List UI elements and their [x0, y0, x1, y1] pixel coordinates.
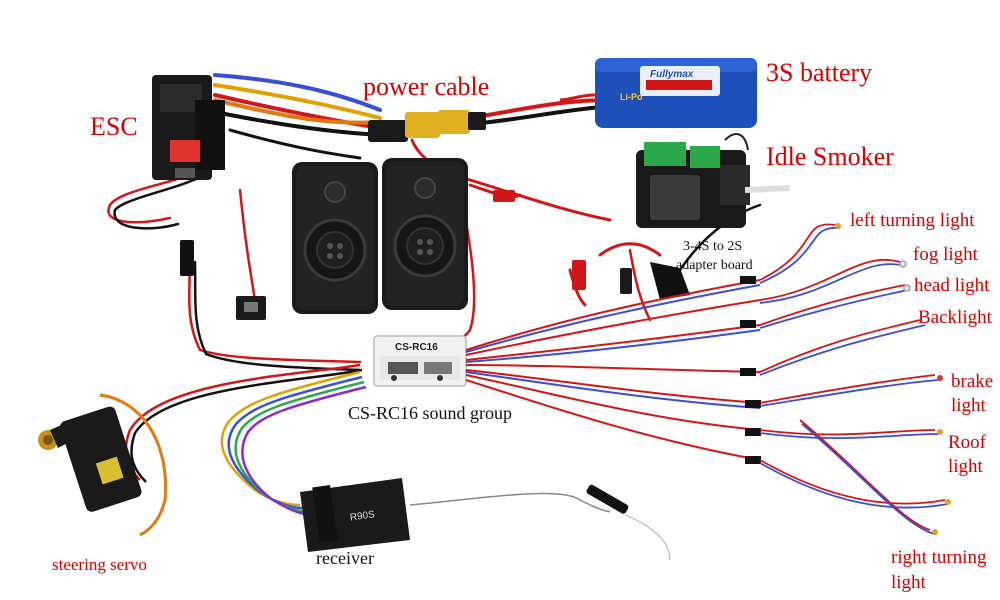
steering-servo [38, 393, 168, 537]
label-brake-light-line2: light [951, 395, 986, 416]
label-sound-group: CS-RC16 sound group [348, 403, 513, 423]
receiver-model: R90S [349, 509, 376, 523]
idle-smoker-unit [636, 133, 791, 228]
receiver-unit: R90S [300, 478, 629, 552]
battery-type: Li-Po [620, 92, 643, 102]
esc-unit [152, 75, 225, 180]
label-right-turning-light-line1: right turning [891, 547, 987, 568]
label-adapter-board-line1: 3-4S to 2S [683, 239, 743, 254]
label-power-cable: power cable [363, 72, 490, 101]
battery-pack: Fullymax Li-Po [559, 58, 757, 128]
speaker-right [382, 158, 468, 310]
label-esc: ESC [90, 112, 138, 141]
label-receiver: receiver [316, 548, 374, 568]
recycle-icon [324, 181, 346, 203]
recycle-icon [414, 177, 436, 199]
speaker-left [292, 162, 378, 314]
label-head-light: head light [914, 275, 990, 296]
label-left-turning-light: left turning light [850, 210, 975, 231]
light-harness [465, 276, 761, 464]
label-fog-light: fog light [913, 244, 978, 265]
led-wires [759, 223, 951, 535]
label-brake-light-line1: brake [951, 371, 994, 392]
power-wires [107, 73, 762, 372]
label-battery: 3S battery [766, 58, 873, 87]
switch-unit [180, 240, 266, 320]
adapter-board [493, 190, 690, 300]
sound-module-text: CS-RC16 [395, 342, 438, 353]
power-connectors [368, 110, 486, 142]
label-right-turning-light-line2: light [891, 572, 926, 593]
label-roof-light-line1: Roof [948, 432, 986, 453]
servo-wires [124, 363, 671, 561]
sound-module: CS-RC16 [373, 335, 467, 387]
label-roof-light-line2: light [948, 456, 983, 477]
label-adapter-board-line2: adapter board [676, 258, 753, 273]
label-backlight: Backlight [918, 307, 992, 328]
label-idle-smoker: Idle Smoker [766, 142, 894, 171]
label-steering-servo: steering servo [52, 555, 147, 574]
battery-brand: Fullymax [650, 69, 694, 80]
